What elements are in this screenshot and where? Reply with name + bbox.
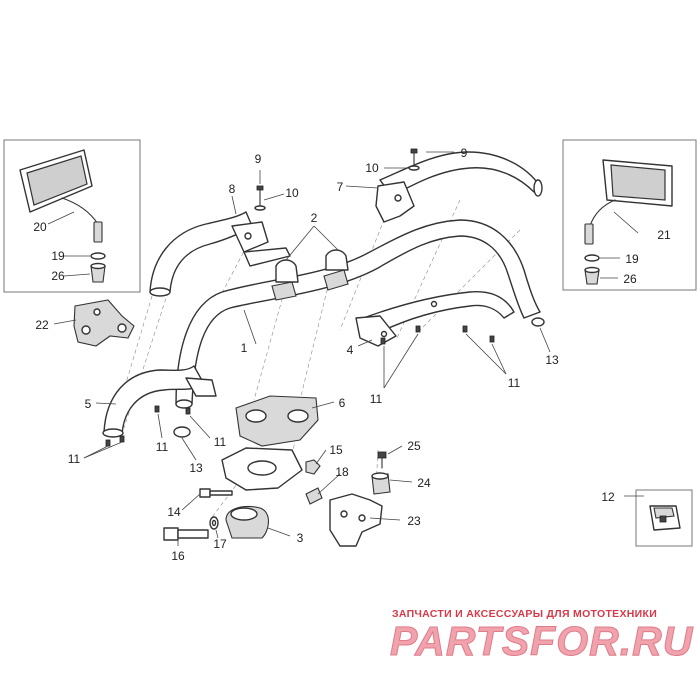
callout-20: 20: [33, 220, 47, 234]
clip-nut-inset: [635, 489, 693, 547]
right-rubber-cap: [584, 266, 600, 285]
left-inset-frame: [3, 139, 141, 293]
callout-11-b: 11: [156, 440, 169, 454]
left-nut-washer: [90, 252, 106, 260]
screw-11-g: [462, 325, 468, 333]
callout-1: 1: [241, 341, 248, 355]
right-inset-frame: [562, 139, 697, 291]
callout-8: 8: [229, 182, 236, 196]
leader-lines: [47, 151, 644, 546]
clip-nut-frame: [635, 489, 693, 547]
callout-13-left: 13: [189, 461, 203, 475]
o-ring-13-right: [531, 317, 545, 327]
callout-7: 7: [337, 180, 344, 194]
left-rubber-cap: [90, 262, 106, 283]
callout-26-left: 26: [51, 269, 65, 283]
washer-17: [209, 516, 219, 530]
callout-3: 3: [297, 531, 304, 545]
callout-24: 24: [417, 476, 431, 490]
screw-11-f: [415, 325, 421, 333]
callout-10-right: 10: [365, 161, 379, 175]
spacer-24: [371, 472, 391, 495]
screw-11-e: [380, 337, 386, 345]
callout-26-right: 26: [623, 272, 637, 286]
lower-handlebar-right: [355, 291, 515, 347]
watermark: ЗАПЧАСТИ И АКСЕССУАРЫ ДЛЯ МОТОТЕХНИКИ PA…: [390, 608, 694, 665]
bolt-25: [377, 451, 387, 469]
callout-13-right: 13: [545, 353, 559, 367]
callout-25: 25: [407, 439, 421, 453]
callout-17: 17: [213, 537, 227, 551]
upper-handlebar-right: [375, 151, 543, 223]
callout-21: 21: [657, 228, 671, 242]
screw-9-left: [254, 185, 266, 211]
callout-14: 14: [167, 505, 181, 519]
screw-11-c: [154, 405, 160, 413]
right-nut-washer: [584, 254, 600, 262]
screw-11-d: [185, 407, 191, 415]
hardware: [105, 148, 693, 547]
main-handlebar: [175, 219, 541, 409]
clamps: [275, 249, 349, 283]
callout-11-e: 11: [508, 376, 521, 390]
bushing-18: [305, 487, 323, 505]
right-mirror-inset: [562, 139, 697, 291]
lower-handlebar-left: [102, 365, 217, 438]
watermark-tagline: ЗАПЧАСТИ И АКСЕССУАРЫ ДЛЯ МОТОТЕХНИКИ: [392, 608, 657, 620]
callout-4: 4: [347, 343, 354, 357]
upper-handlebar-left: [149, 211, 291, 297]
callout-11-c: 11: [214, 435, 227, 449]
bolt-14: [199, 488, 233, 498]
watermark-brand: PARTSFOR.RU: [390, 618, 694, 664]
callout-22: 22: [35, 318, 49, 332]
callout-numbers: 20 19 26 21 19 26 22 8 9 10 7 10 9 2 1 4…: [33, 146, 671, 563]
callout-19-left: 19: [51, 249, 65, 263]
nut-15: [305, 459, 321, 475]
callout-11-d: 11: [370, 392, 383, 406]
top-clamp-cover: [235, 395, 319, 447]
screw-11-a: [105, 439, 111, 447]
callout-9-right: 9: [461, 146, 468, 160]
handlebar-riser: [221, 447, 303, 539]
bracket-plate: [73, 299, 135, 347]
callout-5: 5: [85, 397, 92, 411]
screw-9-right: [408, 148, 420, 171]
o-ring-13-left: [173, 426, 191, 438]
callout-2: 2: [311, 211, 318, 225]
callout-16: 16: [171, 549, 185, 563]
callout-10-left: 10: [285, 186, 299, 200]
callout-23: 23: [407, 514, 421, 528]
callout-6: 6: [339, 396, 346, 410]
left-mirror-inset: [3, 139, 141, 293]
mounting-bracket: [329, 493, 383, 547]
screw-11-h: [489, 335, 495, 343]
right-mirror: [584, 159, 673, 245]
callout-12: 12: [601, 490, 615, 504]
callout-19-right: 19: [625, 252, 639, 266]
screw-11-b: [119, 435, 125, 443]
callout-9-left: 9: [255, 152, 262, 166]
bolt-16: [163, 527, 209, 541]
left-mirror: [19, 149, 103, 243]
callout-18: 18: [335, 465, 349, 479]
callout-15: 15: [329, 443, 343, 457]
callout-11-a: 11: [68, 452, 81, 466]
